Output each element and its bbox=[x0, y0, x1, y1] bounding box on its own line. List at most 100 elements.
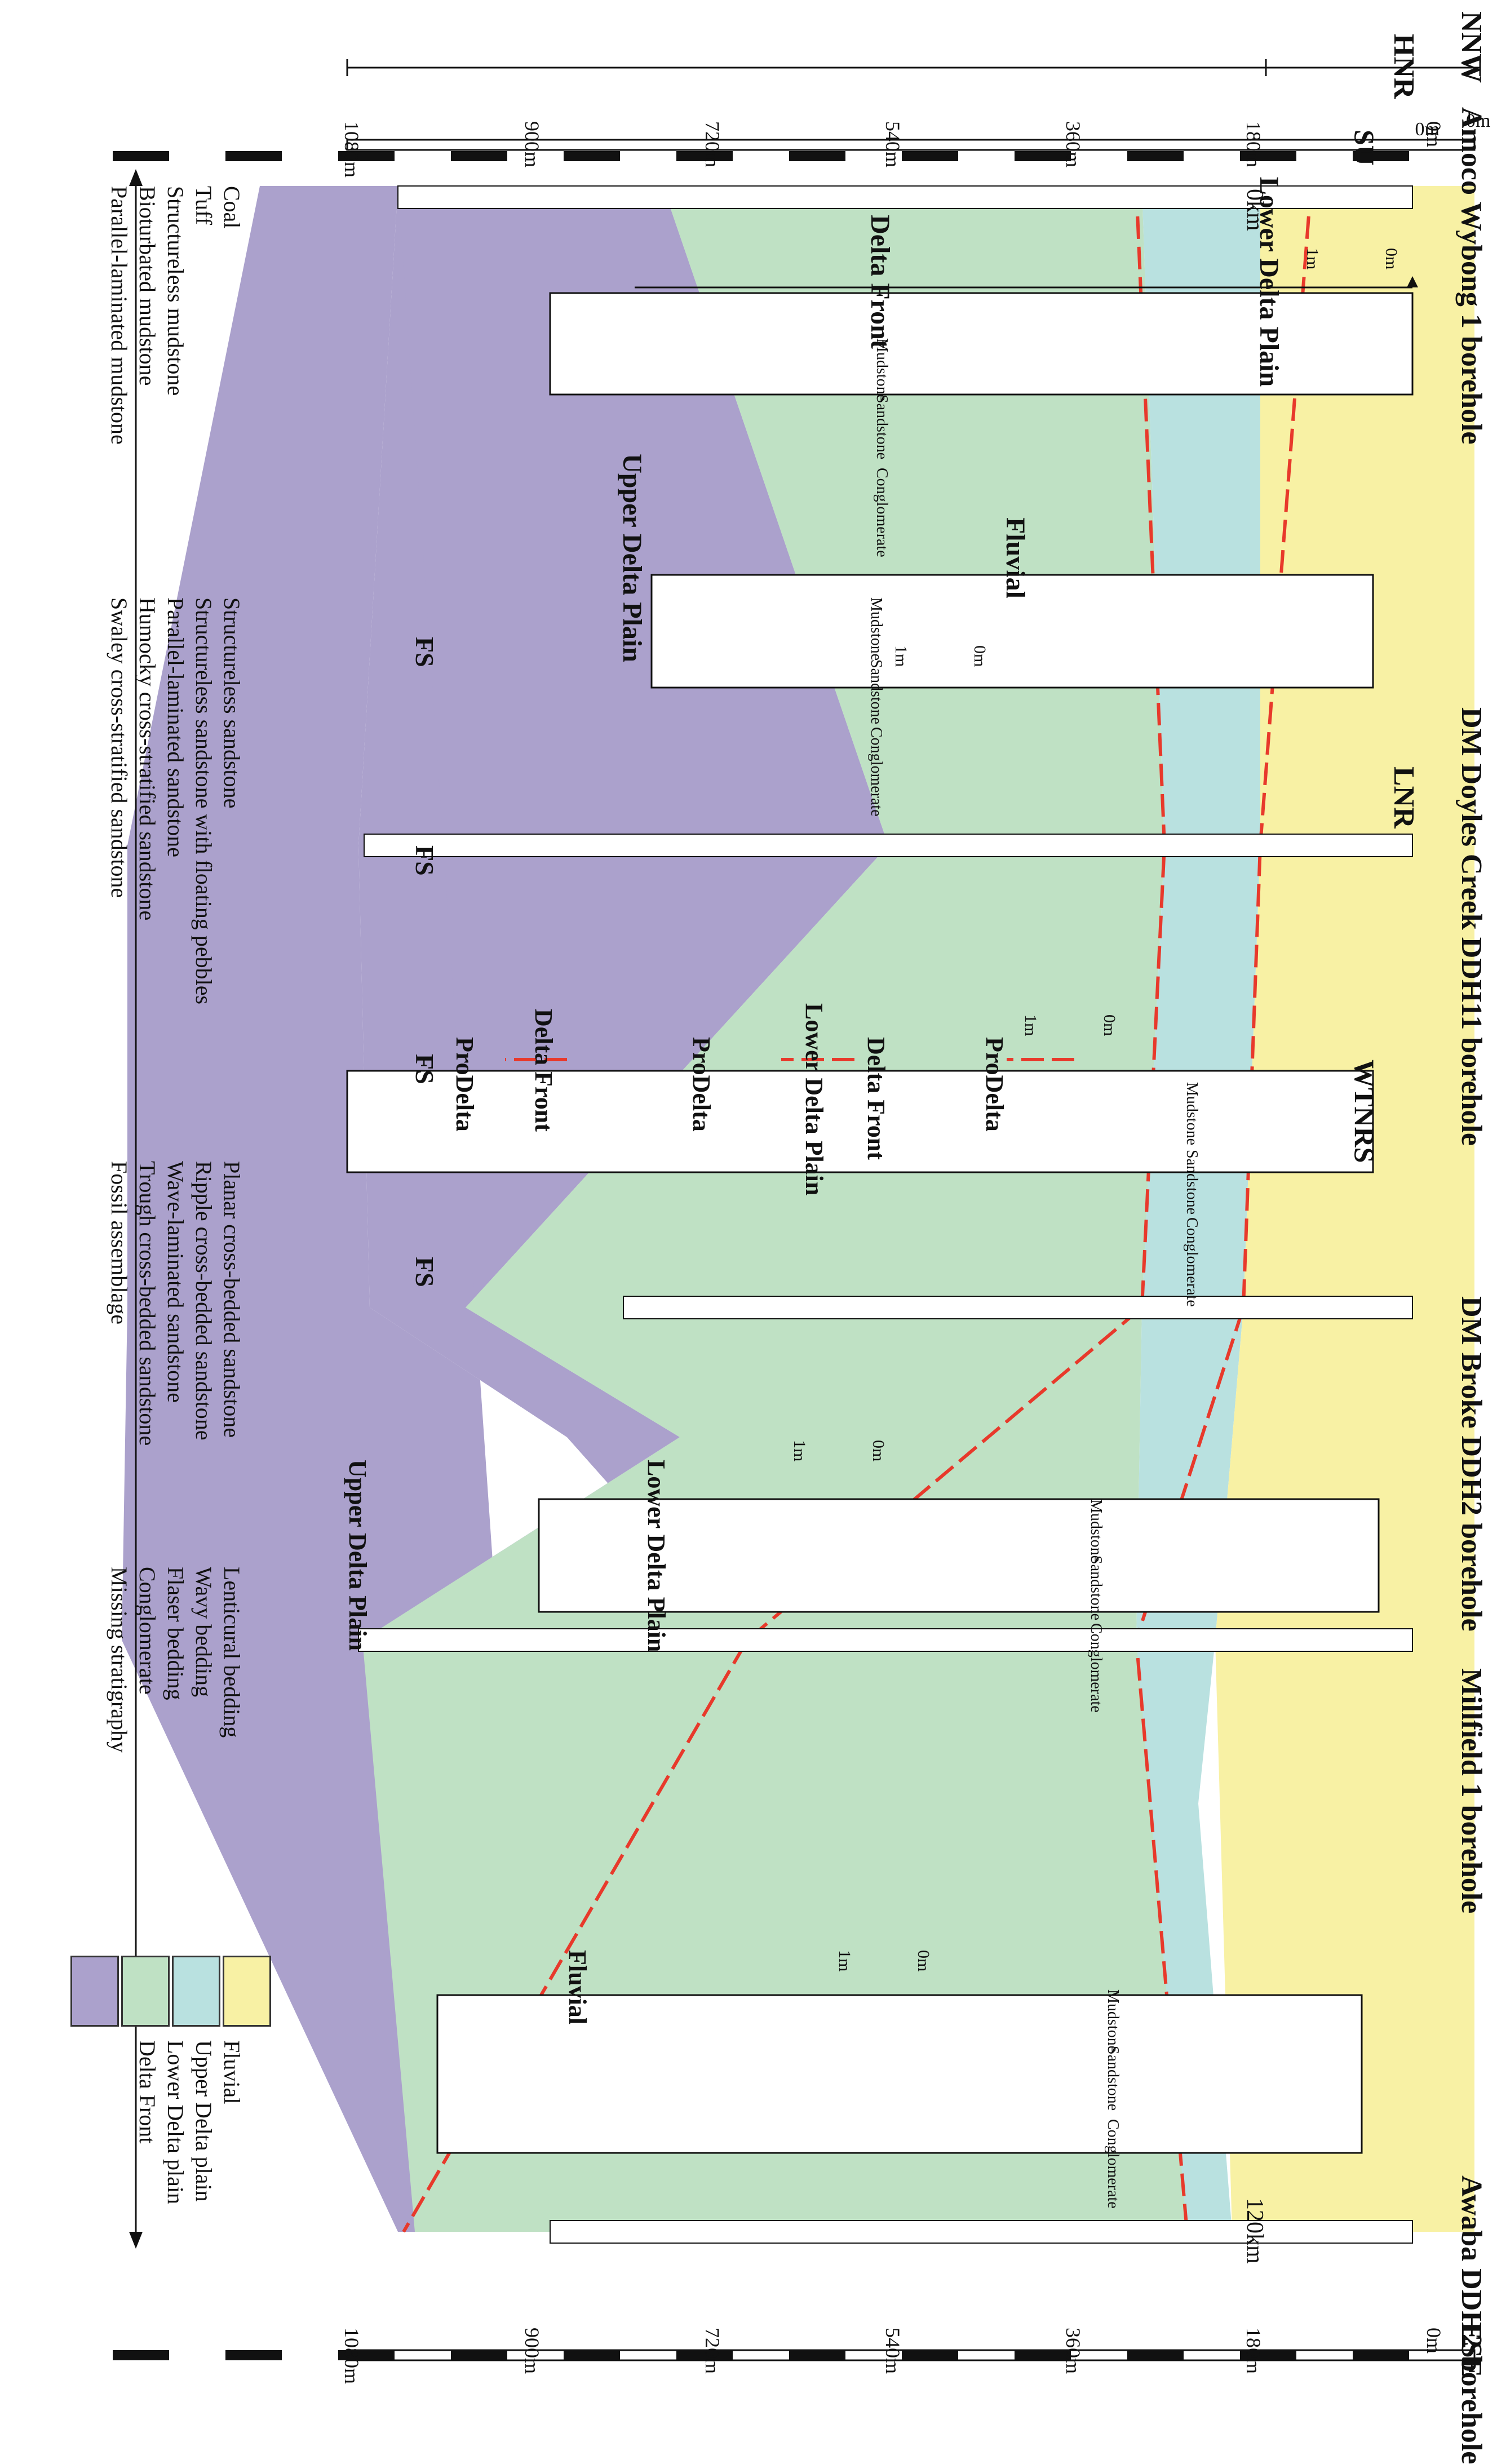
depth-tick-label-top: 180m bbox=[1242, 121, 1265, 168]
borehole-column-awaba bbox=[550, 2220, 1413, 2244]
distance-start-label: 0km bbox=[1242, 189, 1268, 231]
facies-label: Delta Front bbox=[530, 1009, 557, 1132]
depth-ruler-block bbox=[1127, 151, 1184, 161]
legend-wavy-bedding: Wavy bedding bbox=[191, 1567, 216, 1698]
facies-label: Upper Delta Plain bbox=[344, 1460, 371, 1651]
legend-lenticural-bedding: Lenticural bedding bbox=[219, 1567, 245, 1738]
legend-swatch-fluvial bbox=[223, 1956, 271, 2027]
legend-tuff: Tuff bbox=[191, 186, 216, 225]
grain-size-label: Sandstone bbox=[873, 395, 891, 460]
scale-bar-label: 0m bbox=[914, 1950, 933, 1972]
grain-size-label: Conglomerate bbox=[867, 727, 885, 817]
facies-label: Fluvial bbox=[564, 1950, 591, 2025]
legend-parallel-laminated-mudstone: Parallel-laminated mudstone bbox=[107, 186, 132, 445]
depth-ruler-block bbox=[676, 151, 733, 161]
legend-planar-cross-bedded: Planar cross-bedded sandstone bbox=[219, 1161, 245, 1438]
depth-ruler-block bbox=[451, 151, 507, 161]
depth-tick-label-bottom: 1080m bbox=[340, 2328, 363, 2385]
depth-ruler-block bbox=[902, 151, 958, 161]
depth-ruler-block bbox=[1015, 2350, 1071, 2360]
log-2-facies-0: Upper Delta Plain bbox=[617, 454, 647, 662]
hnr-label: HNR bbox=[1388, 34, 1420, 99]
scale-bar-label: 0m bbox=[1100, 1014, 1119, 1036]
scale-bar-label: 0m bbox=[971, 645, 989, 667]
fs-label: FS bbox=[410, 1054, 439, 1084]
fs-label: FS bbox=[410, 637, 439, 667]
depth-ruler-block bbox=[1240, 151, 1296, 161]
depth-ruler-block bbox=[902, 2350, 958, 2360]
grain-size-label: Conglomerate bbox=[1104, 2119, 1122, 2209]
depth-tick-label-top: 1080m bbox=[340, 121, 363, 178]
hnr-lnr-ruler bbox=[346, 59, 1481, 76]
borehole-title-awaba: Awaba DDH2 borehole bbox=[1455, 2175, 1487, 2464]
grain-size-label: Sandstone bbox=[867, 659, 885, 725]
scale-bar-label: 1m bbox=[892, 645, 910, 667]
depth-scale-top: 0m bbox=[346, 110, 1490, 151]
facies-label: Delta Front bbox=[862, 1037, 890, 1160]
legend-swatch-upper-delta-plain bbox=[172, 1956, 220, 2027]
depth-tick-label-top: 900m bbox=[521, 121, 543, 168]
legend-lower-delta-plain: Lower Delta plain bbox=[163, 2040, 188, 2204]
lnr-label: LNR bbox=[1388, 766, 1420, 828]
depth-tick-label-bottom: 180m bbox=[1242, 2328, 1265, 2374]
grain-size-label: Conglomerate bbox=[1087, 1623, 1105, 1713]
borehole-column-millfield bbox=[358, 1628, 1413, 1652]
grain-size-label: Mudstone bbox=[873, 338, 891, 401]
depth-ruler-block bbox=[1353, 151, 1409, 161]
top-depth-label: 0m bbox=[1415, 119, 1440, 140]
legend-fossil-assemblage: Fossil assemblage bbox=[107, 1161, 132, 1324]
borehole-columns bbox=[358, 185, 1413, 2244]
legend-humocky-sandstone: Humocky cross-stratified sandstone bbox=[135, 597, 160, 921]
legend-swatch-lower-delta-plain bbox=[121, 1956, 170, 2027]
depth-ruler-block bbox=[338, 151, 395, 161]
depth-tick-label-top: 540m bbox=[882, 121, 904, 168]
borehole-title-broke: DM Broke DDH2 borehole bbox=[1455, 1296, 1487, 1632]
scale-bar-label: 1m bbox=[1021, 1014, 1040, 1036]
lower-delta-plain-band bbox=[362, 186, 1198, 2232]
stratigraphic-bands bbox=[122, 186, 1474, 2232]
depth-ruler-block bbox=[564, 151, 620, 161]
depth-ruler-block bbox=[1015, 151, 1071, 161]
depth-ruler-block bbox=[676, 2350, 733, 2360]
fs-label: FS bbox=[410, 1257, 439, 1287]
legend-fluvial: Fluvial bbox=[219, 2040, 245, 2104]
facies-label: ProDelta bbox=[451, 1037, 479, 1132]
facies-label: Lower Delta Plain bbox=[643, 1460, 670, 1652]
depth-ruler-block bbox=[113, 151, 169, 161]
log-panel-millfield bbox=[538, 1498, 1380, 1613]
log-1-facies-1: Lower Delta Plain bbox=[1254, 177, 1284, 387]
depth-ruler-block bbox=[1127, 2350, 1184, 2360]
depth-tick-label-bottom: 720m bbox=[701, 2328, 724, 2374]
scale-bar-label: 0m bbox=[869, 1440, 888, 1462]
legend-trough-cross-bedded: Trough cross-bedded sandstone bbox=[135, 1161, 160, 1446]
scale-bar-label: 1m bbox=[1303, 248, 1322, 270]
log-panel-awaba bbox=[436, 1994, 1363, 2154]
depth-ruler-block bbox=[225, 2350, 282, 2360]
log-1-facies-0: Delta Front bbox=[865, 215, 895, 349]
log-2-facies-1: Fluvial bbox=[1000, 517, 1030, 599]
legend-swaley-sandstone: Swaley cross-stratified sandstone bbox=[107, 597, 132, 898]
grain-size-label: Sandstone bbox=[1104, 2046, 1122, 2111]
depth-ruler-block bbox=[113, 2350, 169, 2360]
borehole-title-millfield: Millfield 1 borehole bbox=[1455, 1668, 1487, 1914]
legend-wave-laminated: Wave-laminated sandstone bbox=[163, 1161, 188, 1403]
legend-upper-delta-plain: Upper Delta plain bbox=[191, 2040, 216, 2202]
fs-label: FS bbox=[410, 845, 439, 876]
grain-size-label: Mudstone bbox=[1183, 1082, 1201, 1145]
depth-tick-label-bottom: 0m bbox=[1423, 2328, 1445, 2354]
legend-flaser-bedding: Flaser bedding bbox=[163, 1567, 188, 1700]
grain-size-label: Sandstone bbox=[1183, 1150, 1201, 1215]
facies-label: ProDelta bbox=[688, 1037, 715, 1132]
depth-tick-label-top: 720m bbox=[701, 121, 724, 168]
borehole-column-amoco bbox=[397, 185, 1413, 209]
depth-tick-label-top: 360m bbox=[1062, 121, 1084, 168]
borehole-title-doyles: DM Doyles Creek DDH11 borehole bbox=[1455, 707, 1487, 1146]
grain-size-label: Mudstone bbox=[867, 597, 885, 661]
grain-size-label: Mudstone bbox=[1087, 1499, 1105, 1562]
legend-structureless-mudstone: Structureless mudstone bbox=[163, 186, 188, 396]
facies-label: ProDelta bbox=[981, 1037, 1008, 1132]
distance-end-label: 120km bbox=[1242, 2198, 1268, 2264]
depth-ruler-block bbox=[451, 2350, 507, 2360]
legend-structureless-sandstone-pebbles: Structureless sandstone with floating pe… bbox=[191, 597, 216, 1005]
legend-delta-front: Delta Front bbox=[135, 2040, 160, 2144]
